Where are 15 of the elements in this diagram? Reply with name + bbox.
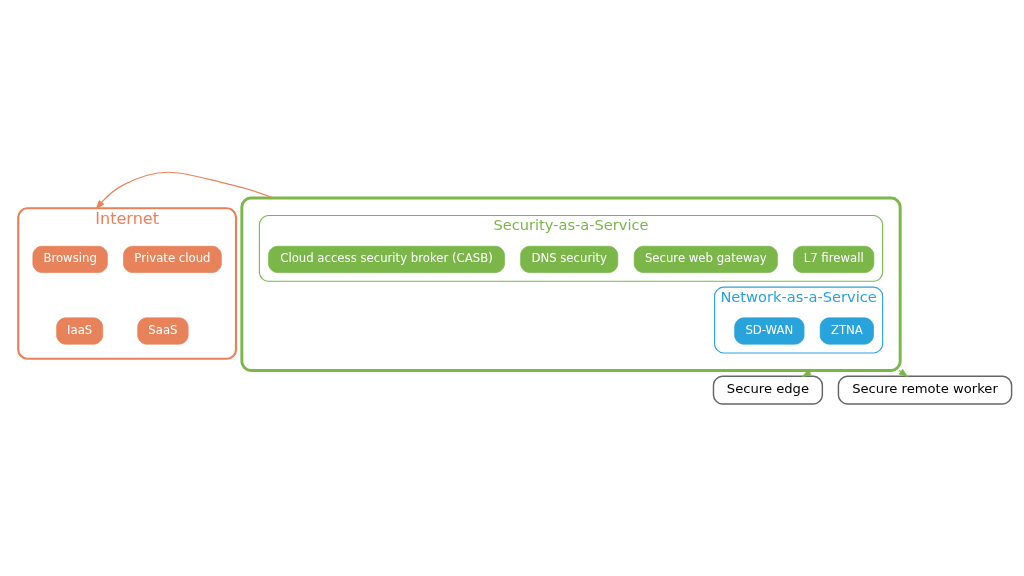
node-box: DNS security [520,245,619,273]
node-box: L7 firewall [793,245,875,273]
node-box: Secure web gateway [633,245,778,273]
node-box: ZTNA [819,317,874,345]
arrow [95,171,275,210]
node-box: Browsing [32,245,108,273]
node-box: Secure edge [712,375,824,405]
node-box: SaaS [137,317,189,345]
node-box: Private cloud [123,245,222,273]
node-box: Secure remote worker [837,375,1013,405]
arrow [898,368,909,378]
node-box: SD-WAN [734,317,805,345]
node-box: Cloud access security broker (CASB) [268,245,505,273]
arrow [801,369,814,378]
node-box: IaaS [56,317,103,345]
